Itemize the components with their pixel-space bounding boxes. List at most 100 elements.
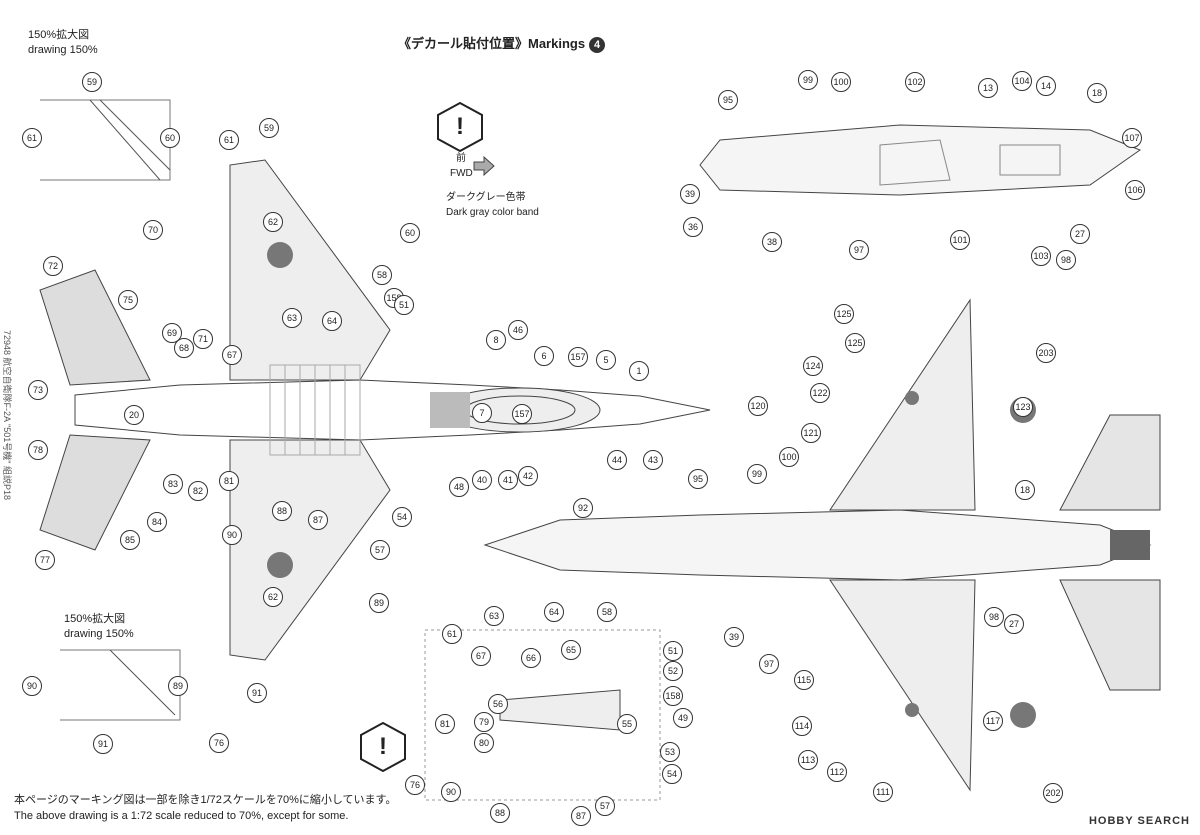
callout-158: 158 [663, 686, 683, 706]
callout-104: 104 [1012, 71, 1032, 91]
callout-53: 53 [660, 742, 680, 762]
callout-44: 44 [607, 450, 627, 470]
callout-75: 75 [118, 290, 138, 310]
callout-54: 54 [392, 507, 412, 527]
callout-70: 70 [143, 220, 163, 240]
callout-83: 83 [163, 474, 183, 494]
callout-68: 68 [174, 338, 194, 358]
callout-77: 77 [35, 550, 55, 570]
callout-60: 60 [400, 223, 420, 243]
callout-81: 81 [435, 714, 455, 734]
footer-en: The above drawing is a 1:72 scale reduce… [14, 810, 349, 822]
callout-66: 66 [521, 648, 541, 668]
forward-jp: 前 [456, 153, 466, 164]
callout-18: 18 [1087, 83, 1107, 103]
callout-27: 27 [1004, 614, 1024, 634]
band-label: ダークグレー色帯 Dark gray color band [446, 190, 539, 220]
callout-39: 39 [680, 184, 700, 204]
callout-6: 6 [534, 346, 554, 366]
svg-text:!: ! [379, 733, 387, 760]
callout-51: 51 [394, 295, 414, 315]
side-page-text: 72948 航空自衛隊F-2A "501号機" 組説P18 [2, 330, 12, 500]
callout-49: 49 [673, 708, 693, 728]
callout-51: 51 [663, 641, 683, 661]
callout-123: 123 [1013, 397, 1033, 417]
watermark: HOBBY SEARCH [1088, 815, 1190, 827]
callout-88: 88 [490, 803, 510, 823]
callout-95: 95 [718, 90, 738, 110]
forward-label: 前 FWD [450, 151, 473, 181]
callout-122: 122 [810, 383, 830, 403]
callout-39: 39 [724, 627, 744, 647]
enlarge-top-jp: 150%拡大図 [28, 29, 90, 41]
callout-112: 112 [827, 762, 847, 782]
detail-view-bottom-left [60, 649, 181, 721]
callout-97: 97 [759, 654, 779, 674]
callout-5: 5 [596, 350, 616, 370]
callout-87: 87 [571, 806, 591, 826]
callout-56: 56 [488, 694, 508, 714]
bottomview-aircraft [483, 298, 1161, 792]
callout-27: 27 [1070, 224, 1090, 244]
callout-67: 67 [471, 646, 491, 666]
callout-124: 124 [803, 356, 823, 376]
callout-69: 69 [162, 323, 182, 343]
callout-90: 90 [441, 782, 461, 802]
enlarge-bottom-en: drawing 150% [64, 628, 134, 640]
enlarge-bottom-jp: 150%拡大図 [64, 613, 126, 625]
callout-60: 60 [160, 128, 180, 148]
callout-63: 63 [484, 606, 504, 626]
callout-20: 20 [124, 405, 144, 425]
callout-8: 8 [486, 330, 506, 350]
callout-103: 103 [1031, 246, 1051, 266]
callout-76: 76 [405, 775, 425, 795]
callout-58: 58 [597, 602, 617, 622]
callout-13: 13 [978, 78, 998, 98]
callout-91: 91 [93, 734, 113, 754]
callout-67: 67 [222, 345, 242, 365]
callout-107: 107 [1122, 128, 1142, 148]
enlarge-label-bottom: 150%拡大図 drawing 150% [64, 612, 134, 642]
callout-73: 73 [28, 380, 48, 400]
callout-98: 98 [1056, 250, 1076, 270]
callout-78: 78 [28, 440, 48, 460]
enlarge-label-top: 150%拡大図 drawing 150% [28, 28, 98, 58]
callout-14: 14 [1036, 76, 1056, 96]
callout-46: 46 [508, 320, 528, 340]
callout-59: 59 [82, 72, 102, 92]
callout-57: 57 [370, 540, 390, 560]
band-en: Dark gray color band [446, 207, 539, 218]
callout-71: 71 [193, 329, 213, 349]
callout-79: 79 [474, 712, 494, 732]
callout-7: 7 [472, 403, 492, 423]
footer-note: 本ページのマーキング図は一部を除き1/72スケールを70%に縮小しています。 T… [14, 792, 396, 824]
band-jp: ダークグレー色帯 [446, 192, 526, 203]
callout-101: 101 [950, 230, 970, 250]
step-number-badge: 4 [589, 37, 606, 53]
callout-59: 59 [259, 118, 279, 138]
callout-157: 157 [568, 347, 588, 367]
callout-41: 41 [498, 470, 518, 490]
callout-85: 85 [120, 530, 140, 550]
callout-203: 203 [1036, 343, 1056, 363]
callout-120: 120 [748, 396, 768, 416]
detail-view-top-left [40, 99, 171, 181]
callout-115: 115 [794, 670, 814, 690]
callout-80: 80 [474, 733, 494, 753]
callout-81: 81 [219, 471, 239, 491]
callout-63: 63 [282, 308, 302, 328]
callout-117: 117 [983, 711, 1003, 731]
callout-157: 157 [512, 404, 532, 424]
warning-icon-top: ! [437, 101, 483, 153]
callout-125: 125 [834, 304, 854, 324]
callout-1: 1 [629, 361, 649, 381]
callout-64: 64 [322, 311, 342, 331]
callout-90: 90 [222, 525, 242, 545]
callout-90: 90 [22, 676, 42, 696]
callout-54: 54 [662, 764, 682, 784]
callout-125: 125 [845, 333, 865, 353]
callout-91: 91 [247, 683, 267, 703]
callout-202: 202 [1043, 783, 1063, 803]
